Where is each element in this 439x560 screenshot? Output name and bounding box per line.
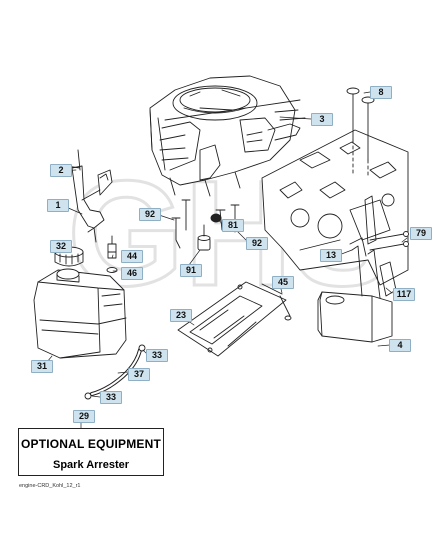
muffler	[317, 237, 397, 343]
heat-shield	[177, 281, 287, 357]
fuel-line	[84, 344, 146, 400]
fuel-tank	[33, 268, 127, 359]
callout-92-right: 92	[246, 237, 268, 250]
callout-44: 44	[121, 250, 143, 263]
callout-33-bottom: 33	[100, 391, 122, 404]
callout-79: 79	[410, 227, 432, 240]
frame-plate	[261, 129, 409, 286]
muffler-screws	[369, 231, 409, 251]
callout-31: 31	[31, 360, 53, 373]
heat-shield-screws	[261, 283, 292, 321]
engine	[149, 75, 306, 197]
callout-8: 8	[370, 86, 392, 99]
callout-4: 4	[389, 339, 411, 352]
callout-92-left: 92	[139, 208, 161, 221]
callout-29: 29	[73, 410, 95, 423]
choke-cable-bracket	[65, 149, 113, 243]
callout-91: 91	[180, 264, 202, 277]
optional-equipment-title: OPTIONAL EQUIPMENT	[20, 437, 162, 451]
callout-23: 23	[170, 309, 192, 322]
callout-1: 1	[47, 199, 69, 212]
callout-32: 32	[50, 240, 72, 253]
callout-45: 45	[272, 276, 294, 289]
callout-3: 3	[311, 113, 333, 126]
callout-33-top: 33	[146, 349, 168, 362]
callout-13: 13	[320, 249, 342, 262]
callout-46: 46	[121, 267, 143, 280]
optional-equipment-item: Spark Arrester	[52, 459, 130, 471]
callout-2: 2	[50, 164, 72, 177]
callout-81: 81	[222, 219, 244, 232]
diagram-reference: engine-CRD_Kohl_12_r1	[19, 483, 81, 489]
callout-37: 37	[128, 368, 150, 381]
callout-117: 117	[393, 288, 415, 301]
optional-equipment-box: OPTIONAL EQUIPMENT Spark Arrester	[18, 428, 164, 476]
